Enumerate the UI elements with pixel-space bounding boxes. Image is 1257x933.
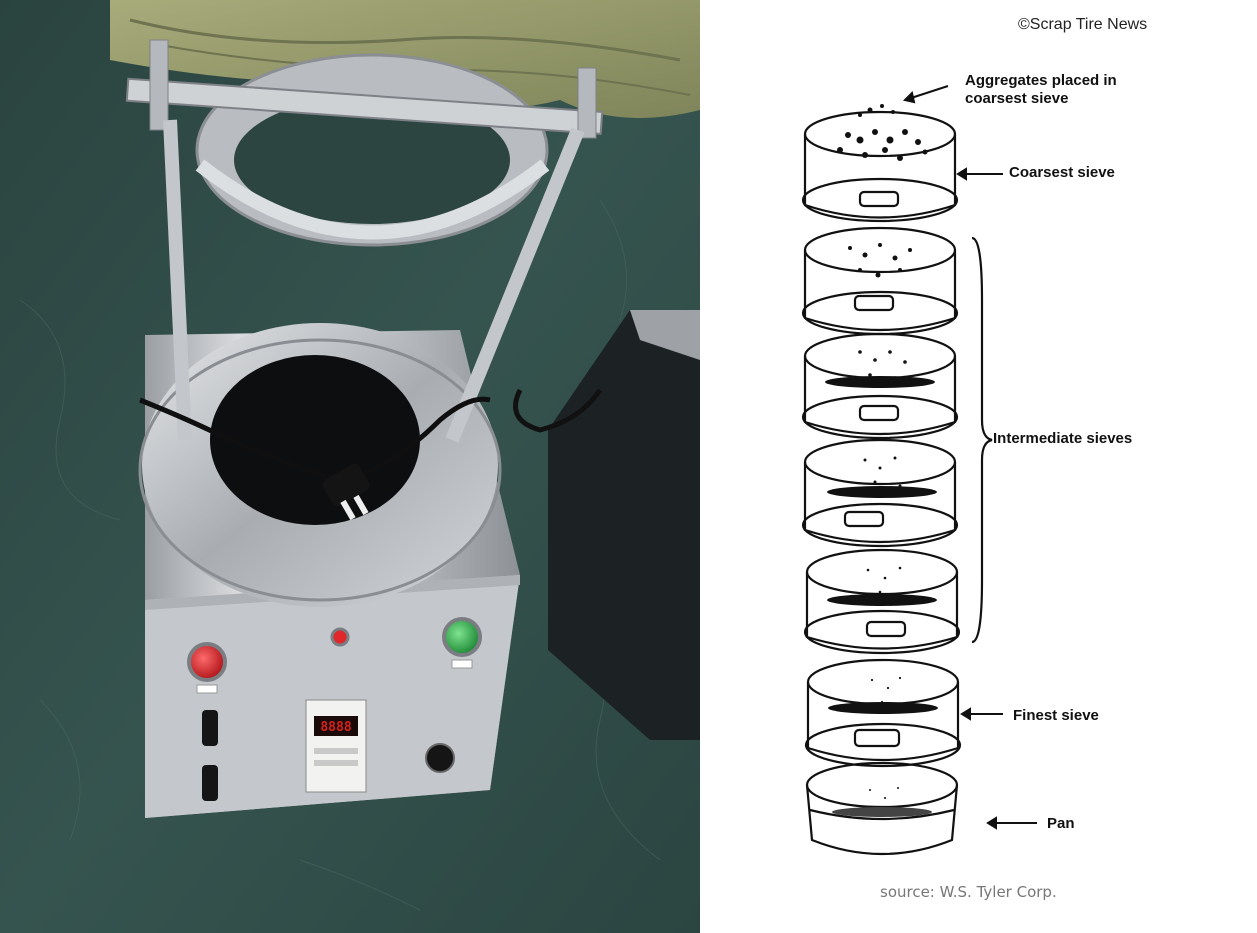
power-cable [139,396,491,521]
label-aggregates-line1: Aggregates placed in [965,72,1117,89]
toggle-switch-1 [202,710,218,746]
copyright-text: ©Scrap Tire News [1018,16,1148,33]
sieve-bowl [138,323,502,607]
intermediate-brace [971,236,993,644]
indicator-lamp [330,627,350,647]
sieve-stack-drawing [801,85,1037,856]
aggregate-particles [825,104,938,817]
timer-display [305,699,367,793]
label-coarsest-sieve: Coarsest sieve [1009,164,1115,181]
sieve-shaker-photo: 8888 [0,0,700,933]
speed-knob [425,743,455,773]
label-pan: Pan [1047,815,1075,832]
source-credit: source: W.S. Tyler Corp. [880,883,1057,901]
intermediate-sieve-3 [801,438,959,548]
label-intermediate-sieves: Intermediate sieves [993,430,1133,447]
second-shaker [513,310,700,740]
coarsest-sieve [801,110,959,223]
label-aggregates-line2: coarsest sieve [965,90,1069,107]
frame-rods [125,39,604,443]
control-panel: 8888 [187,617,482,801]
sieve-stack-diagram: ©Scrap Tire News [700,0,1257,933]
stop-button [187,642,227,682]
finest-sieve [804,658,962,768]
toggle-switch-2 [202,765,218,801]
timer-digits: 8888 [320,720,351,735]
label-finest-sieve: Finest sieve [1013,707,1099,724]
start-button [442,617,482,657]
clamp-ring [195,53,550,247]
arrows [903,85,1037,830]
